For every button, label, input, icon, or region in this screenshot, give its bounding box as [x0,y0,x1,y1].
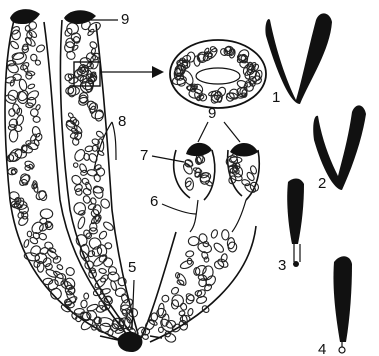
loop-coil [155,307,168,320]
loop-coil [9,40,19,50]
leader-9b [224,122,240,142]
loop-coil [73,148,87,163]
loop-coil [78,210,85,216]
loop-coil [187,308,194,316]
leader-6 [162,204,196,214]
loop-coil [9,109,15,117]
loop-coil [56,264,63,271]
loop-coil [72,35,81,44]
loop-coil [71,44,79,51]
label-2: 2 [318,175,326,192]
loop-coil [188,236,199,246]
leader-9a [198,122,208,142]
loop-coil [8,117,20,129]
label-6: 6 [150,193,158,210]
loop-coil [221,230,229,241]
loop-coil [10,168,18,175]
loop-coil [204,257,209,262]
loop-coil [23,239,29,248]
chromosome-4 [333,256,352,353]
leader-7 [152,156,184,162]
loop-coil [10,79,15,86]
loop-coil [28,164,34,170]
arrow-head-icon [152,66,164,78]
leader-5 [132,280,134,330]
loop-coil [43,278,53,285]
loop-coil [194,290,202,297]
loop-coil [29,236,39,245]
loop-coil [78,163,87,174]
loop-coil [158,327,164,333]
label-1: 1 [272,89,280,106]
loop-coil [180,315,190,323]
loop-coil [236,53,249,64]
loop-coil [9,129,18,142]
loop-coil [77,216,86,229]
loop-coil [52,255,62,265]
loop-coil [98,268,106,274]
label-3: 3 [278,257,286,274]
short-arms [127,150,260,344]
loop-coil [179,259,194,270]
loop-coil [40,209,53,219]
loop-coil [176,279,184,285]
loop-coil [33,116,40,122]
loop-coil [46,249,59,261]
loop-coil [84,181,92,191]
label-8: 8 [118,113,126,130]
loop-coil [44,220,53,229]
loop-coil [187,258,192,264]
loop-coil [185,250,194,257]
loop-coil [86,99,98,111]
loop-coil [84,293,89,299]
chromosome-3 [287,179,304,268]
label-7: 7 [140,147,148,164]
loop-coil [171,300,178,309]
loop-coil [27,231,32,237]
loop-coil [11,30,21,41]
loop-coil [212,241,225,253]
loop-coil [82,187,92,196]
loop-coil [228,242,237,252]
loop-coil [95,130,104,139]
loop-coil [205,180,213,187]
label-9-right: 9 [208,105,216,122]
label-5: 5 [128,259,136,276]
loop-coil [30,108,39,117]
loop-coil [210,229,218,239]
loop-coil [27,83,35,89]
label-9-top: 9 [121,11,129,28]
label-4: 4 [318,341,326,356]
loop-coil [18,78,28,91]
loop-coil [179,302,187,311]
loop-coil [73,162,79,168]
loop-coil [170,286,180,295]
loop-coil [82,195,91,205]
loop-coil [80,300,87,308]
loop-coil [161,294,170,302]
loop-coil [42,257,53,268]
loop-coil [35,44,46,54]
leader-8b [112,122,116,160]
loop-coil [184,159,194,168]
loop-coil [65,266,75,276]
loop-coil [197,241,213,254]
loop-coil [98,230,108,240]
